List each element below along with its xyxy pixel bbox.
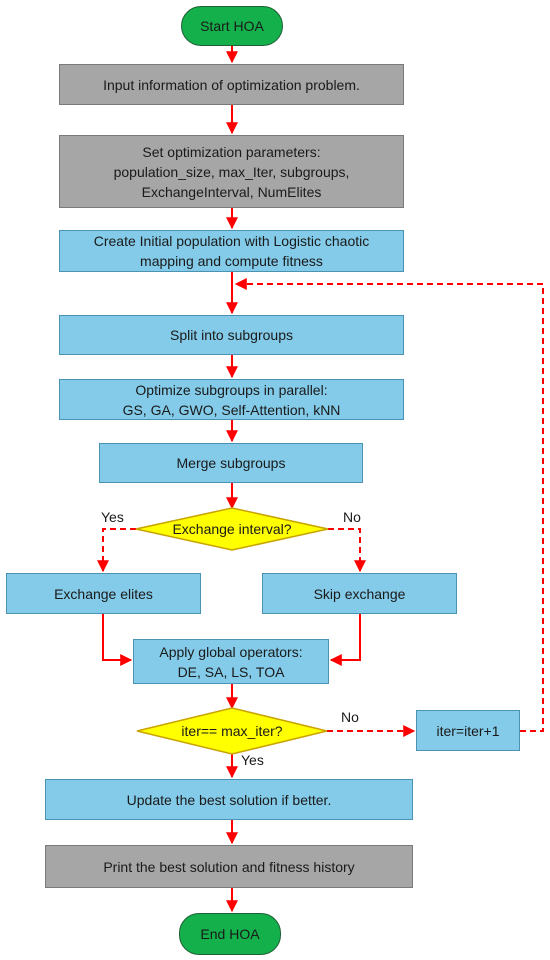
increment-step: iter=iter+1 bbox=[416, 710, 520, 751]
iter-decision-diamond bbox=[136, 707, 328, 755]
merge-step: Merge subgroups bbox=[99, 443, 363, 483]
iter-yes-label: Yes bbox=[241, 752, 264, 768]
optimize-step: Optimize subgroups in parallel: GS, GA, … bbox=[59, 379, 404, 420]
print-results-step: Print the best solution and fitness hist… bbox=[45, 845, 413, 888]
start-node: Start HOA bbox=[181, 6, 283, 46]
edge-increment-loop-back bbox=[234, 278, 544, 732]
input-step: Input information of optimization proble… bbox=[59, 64, 404, 105]
end-node: End HOA bbox=[179, 913, 281, 955]
iter-no-label: No bbox=[341, 709, 359, 725]
global-operators-step: Apply global operators: DE, SA, LS, TOA bbox=[133, 639, 329, 684]
exchange-elites-step: Exchange elites bbox=[6, 573, 201, 614]
exchange-no-label: No bbox=[343, 509, 361, 525]
exchange-yes-label: Yes bbox=[101, 509, 124, 525]
edge-decision-no bbox=[328, 528, 366, 573]
parameters-step: Set optimization parameters: population_… bbox=[59, 135, 404, 208]
exchange-decision-diamond bbox=[135, 507, 329, 551]
init-population-step: Create Initial population with Logistic … bbox=[59, 230, 404, 272]
edge-decision-yes bbox=[97, 528, 136, 573]
skip-exchange-step: Skip exchange bbox=[262, 573, 457, 614]
edge-exchange-to-global bbox=[102, 614, 133, 666]
update-best-step: Update the best solution if better. bbox=[45, 779, 413, 820]
edge-skip-to-global bbox=[329, 614, 361, 666]
split-step: Split into subgroups bbox=[59, 315, 404, 355]
